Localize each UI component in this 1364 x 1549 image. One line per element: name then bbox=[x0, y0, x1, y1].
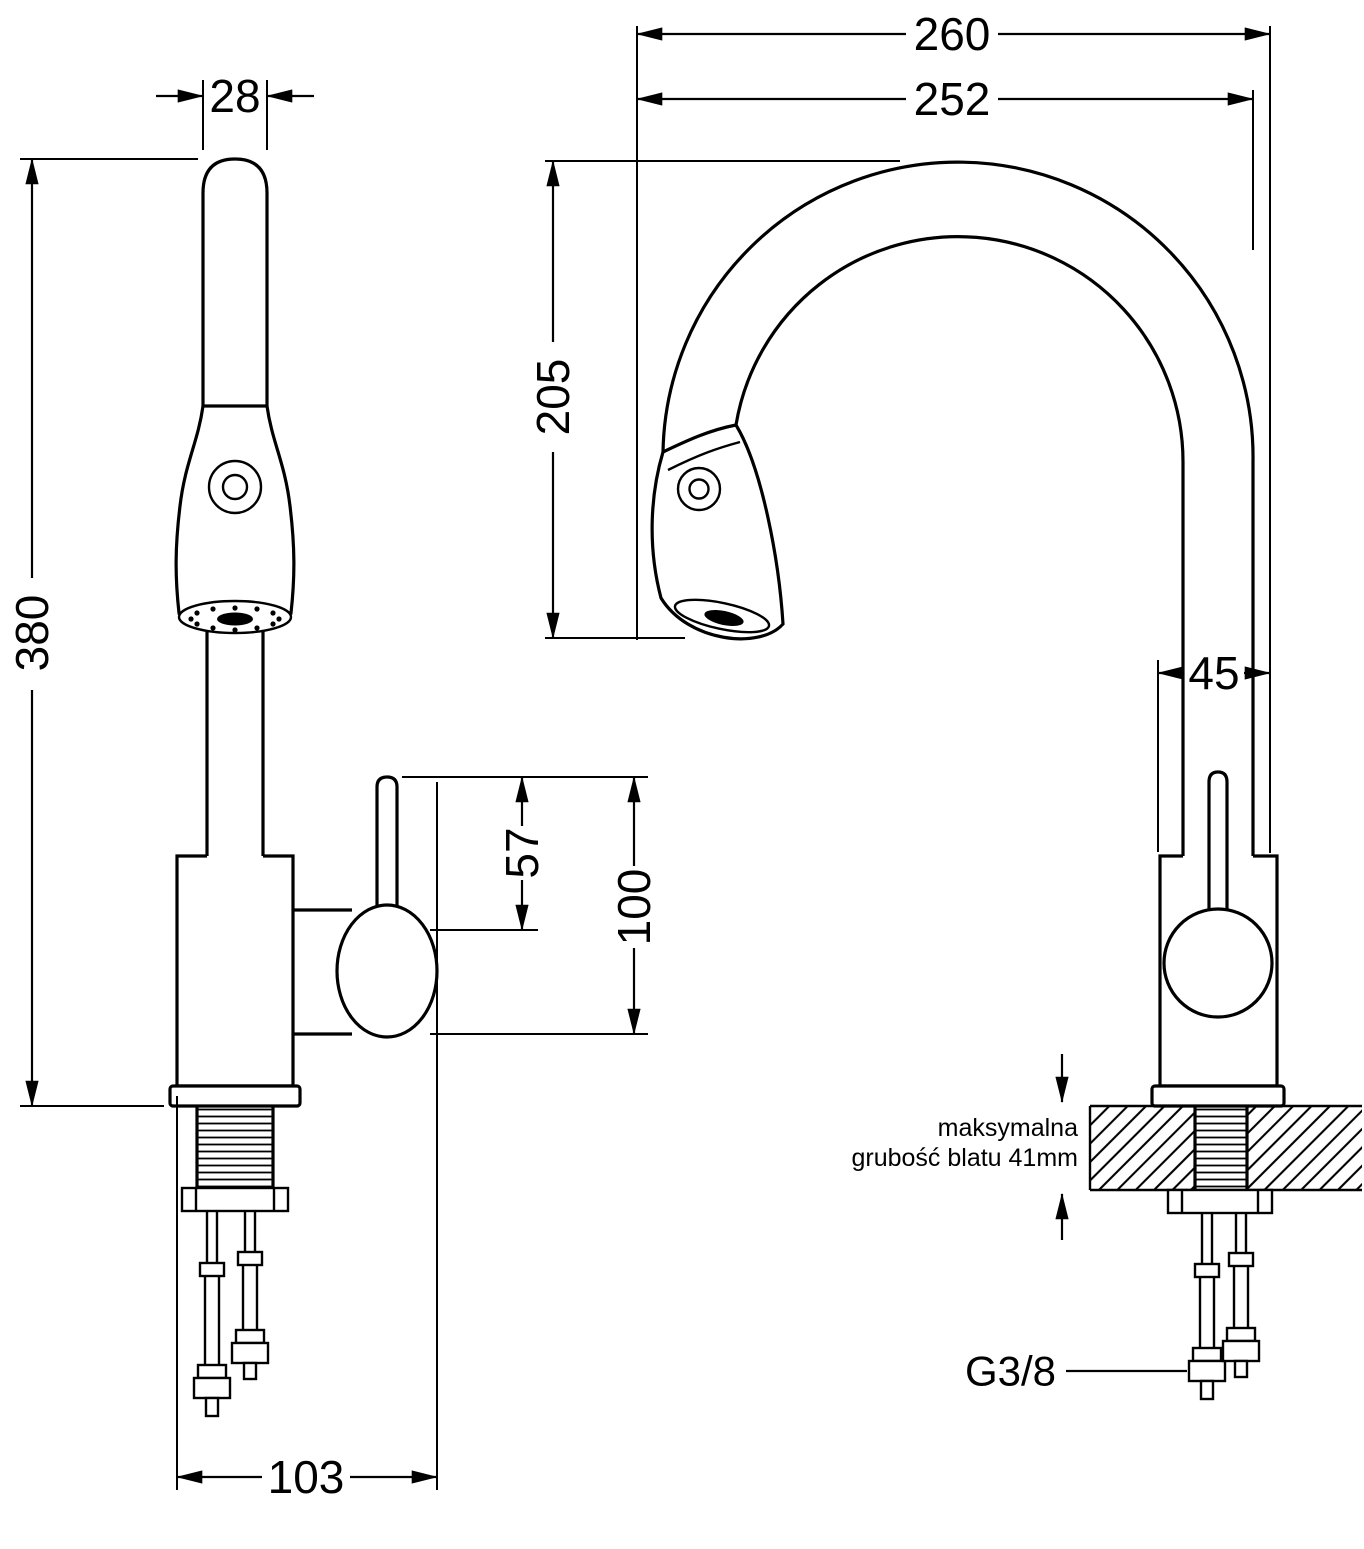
thread-size-label: G3/8 bbox=[965, 1348, 1056, 1395]
side-mounting-nut bbox=[1166, 1188, 1274, 1215]
dim-label-lever-total: 100 bbox=[608, 869, 660, 946]
dim-total-height: 380 bbox=[6, 157, 198, 1108]
side-gooseneck-spout bbox=[661, 160, 1255, 856]
dim-base-depth: 103 bbox=[175, 782, 439, 1503]
side-hose-right bbox=[1221, 1213, 1261, 1379]
dim-label-reach-overall: 260 bbox=[914, 8, 991, 60]
front-handle-lever bbox=[375, 775, 399, 930]
side-base-flange bbox=[1150, 1084, 1286, 1108]
front-mounting-nut bbox=[180, 1186, 290, 1213]
countertop-thickness-note: maksymalna grubość blatu 41mm bbox=[851, 1054, 1078, 1240]
front-aerator bbox=[177, 599, 293, 635]
front-base-flange bbox=[168, 1084, 302, 1108]
dim-reach-overall: 260 bbox=[635, 8, 1272, 60]
dimensions-side-view: 260 252 205 45 maksymalna grubość bbox=[527, 8, 1272, 1395]
front-lower-tube bbox=[205, 618, 265, 856]
front-hose-left bbox=[192, 1211, 232, 1418]
side-countertop-section bbox=[1088, 1104, 1362, 1192]
front-spout-tube bbox=[201, 157, 269, 406]
dim-label-spout-height: 205 bbox=[527, 359, 579, 436]
front-hose-right bbox=[230, 1211, 270, 1381]
front-view bbox=[168, 157, 439, 1418]
dim-label-base-depth: 103 bbox=[268, 1451, 345, 1503]
dim-label-lever-upper: 57 bbox=[496, 827, 548, 878]
front-aerator-center bbox=[217, 612, 253, 626]
countertop-note-line1: maksymalna bbox=[938, 1114, 1078, 1142]
dim-body-depth: 45 bbox=[1156, 647, 1272, 852]
side-spray-head-joint-line bbox=[667, 440, 741, 472]
dim-lever-upper: 57 bbox=[402, 775, 648, 932]
side-hose-left bbox=[1187, 1213, 1227, 1401]
dim-reach-spout: 252 bbox=[635, 73, 1255, 125]
side-spray-button bbox=[676, 466, 722, 512]
dim-label-reach-spout: 252 bbox=[914, 73, 991, 125]
dimensions-front-view: 28 380 57 100 bbox=[6, 70, 660, 1503]
dim-lever-total: 100 bbox=[430, 775, 660, 1036]
dim-spout-width: 28 bbox=[156, 70, 314, 150]
side-threaded-shank bbox=[1193, 1106, 1249, 1190]
side-spray-head bbox=[650, 423, 785, 641]
side-view bbox=[650, 160, 1362, 1401]
front-threaded-shank bbox=[195, 1106, 275, 1188]
dim-spout-height: 205 bbox=[527, 159, 900, 640]
front-spray-button bbox=[207, 459, 263, 515]
dim-label-spout-width: 28 bbox=[209, 70, 260, 122]
side-handle-joint bbox=[1162, 907, 1274, 1019]
side-handle-lever bbox=[1207, 770, 1229, 915]
dim-label-total-height: 380 bbox=[6, 595, 58, 672]
dim-label-body-depth: 45 bbox=[1188, 647, 1239, 699]
front-aerator-nozzles bbox=[188, 605, 282, 633]
side-aerator bbox=[673, 598, 771, 634]
thread-size-callout: G3/8 bbox=[965, 1348, 1187, 1395]
countertop-note-line2: grubość blatu 41mm bbox=[851, 1144, 1078, 1172]
front-handle-joint bbox=[335, 903, 439, 1039]
front-handle-neck bbox=[293, 908, 352, 1036]
front-body bbox=[175, 854, 295, 1088]
